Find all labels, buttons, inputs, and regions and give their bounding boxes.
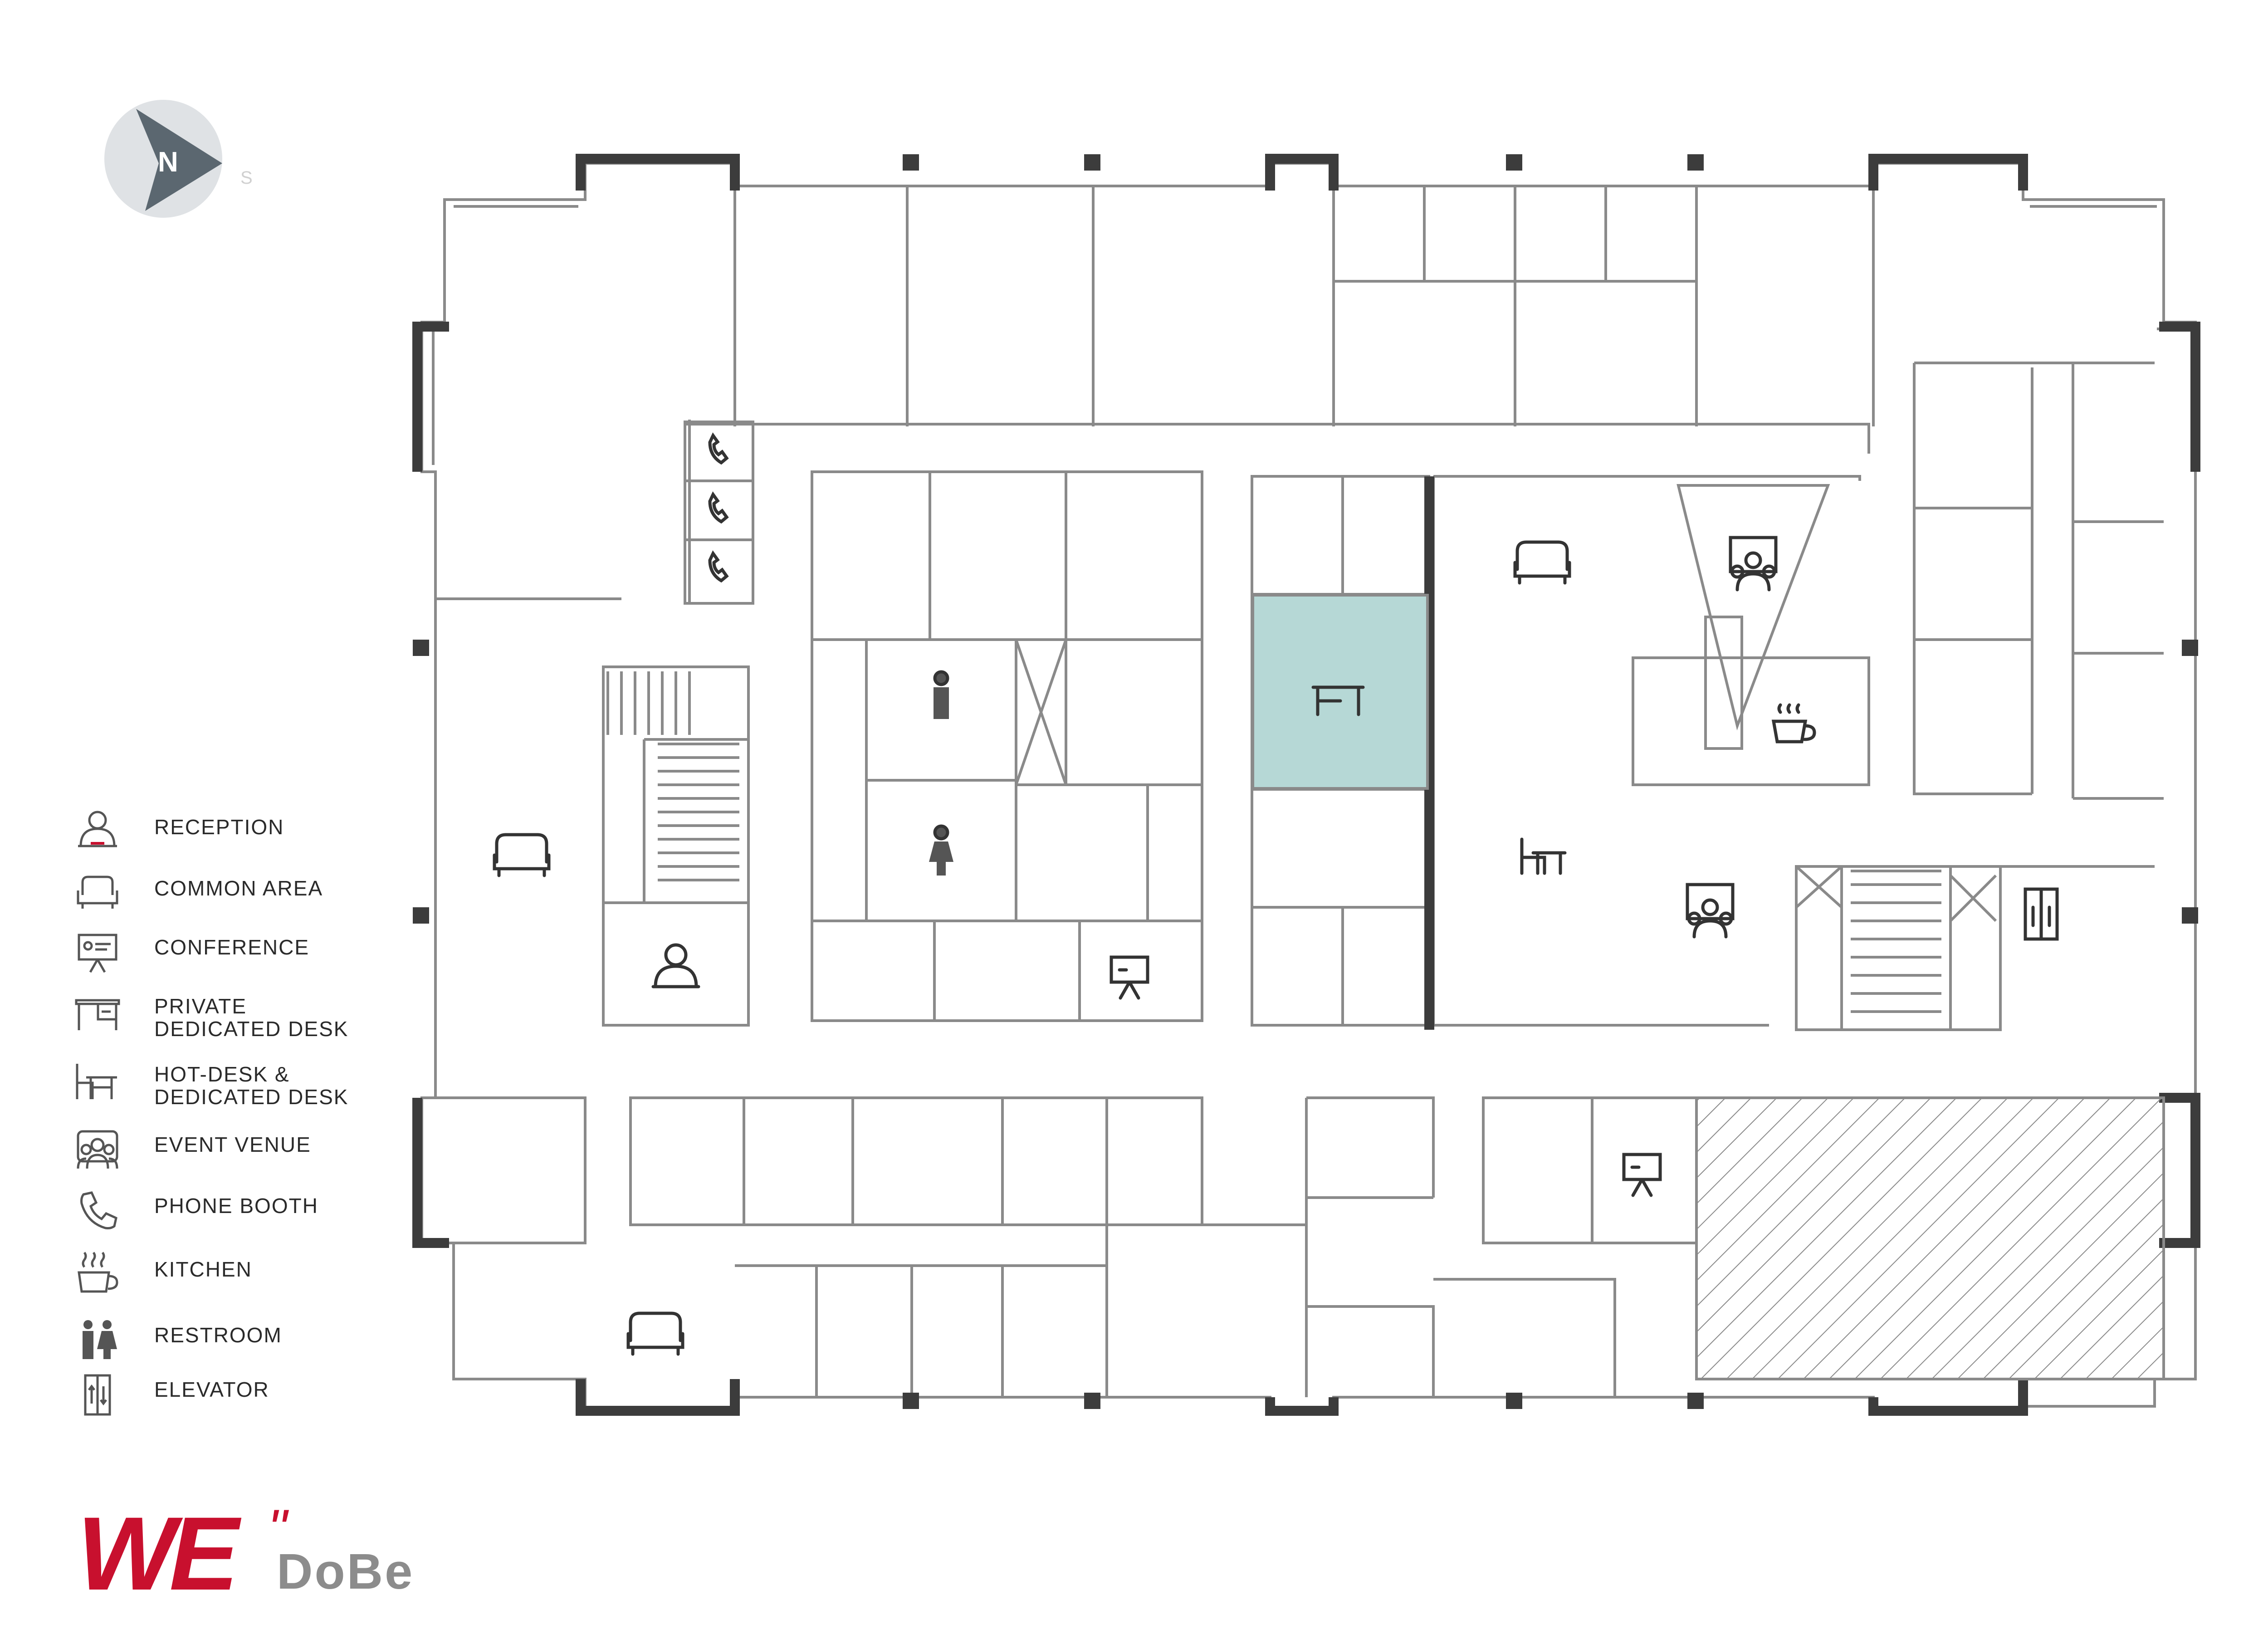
logo-we-text: WE [77,1495,239,1612]
group-icon [1686,883,1735,939]
legend-item-reception: RECEPTION [73,807,390,862]
compass-south-label: S [240,168,253,188]
coffee-cup-icon [78,1252,118,1293]
coffee-cup-icon [1771,703,1816,744]
phone-icon [708,550,729,583]
legend-item-hot-desk: HOT-DESK &DEDICATED DESK [73,1055,390,1109]
presentation-icon [1110,955,1149,1000]
legend-item-kitchen: KITCHEN [73,1250,390,1304]
phone-icon [708,432,729,465]
elevator-icon [2024,887,2059,941]
elevator-icon [84,1374,111,1416]
restroom-man-icon [933,670,949,719]
desk-icon [75,999,120,1030]
compass-icon: N [104,100,222,218]
legend-item-phone-booth: PHONE BOOTH [73,1186,390,1241]
presentation-icon [1622,1153,1662,1197]
desk-icon [1311,685,1365,716]
sofa-icon [493,833,551,877]
svg-text:N: N [158,147,178,178]
group-icon [77,1130,118,1169]
unavailable-area [1695,1096,2165,1380]
legend-item-elevator: ELEVATOR [73,1370,390,1424]
legend-item-restroom: RESTROOM [73,1316,390,1370]
legend-item-common-area: COMMON AREA [73,869,390,923]
reception-icon [78,811,117,847]
sofa-icon [1513,540,1571,585]
private-office-highlight[interactable] [1251,594,1429,790]
logo-dobe-text: DoBe [277,1544,415,1600]
restroom-icon [83,1320,117,1359]
legend-item-event-venue: EVENT VENUE [73,1125,390,1179]
compass: N [100,95,236,231]
sofa-icon [626,1311,684,1356]
logo-quote-mark: " [268,1498,287,1559]
sofa-icon [77,876,118,909]
brand-logo: WE " DoBe [77,1502,422,1606]
restroom-woman-icon [929,824,953,876]
group-icon [1729,536,1778,592]
legend-item-conference: CONFERENCE [73,928,390,982]
hot-desk-icon [76,1064,117,1099]
phone-icon [708,491,729,524]
hot-desk-icon [1520,837,1567,875]
presentation-icon [78,934,117,973]
reception-icon [651,943,700,988]
phone-icon [80,1191,117,1229]
